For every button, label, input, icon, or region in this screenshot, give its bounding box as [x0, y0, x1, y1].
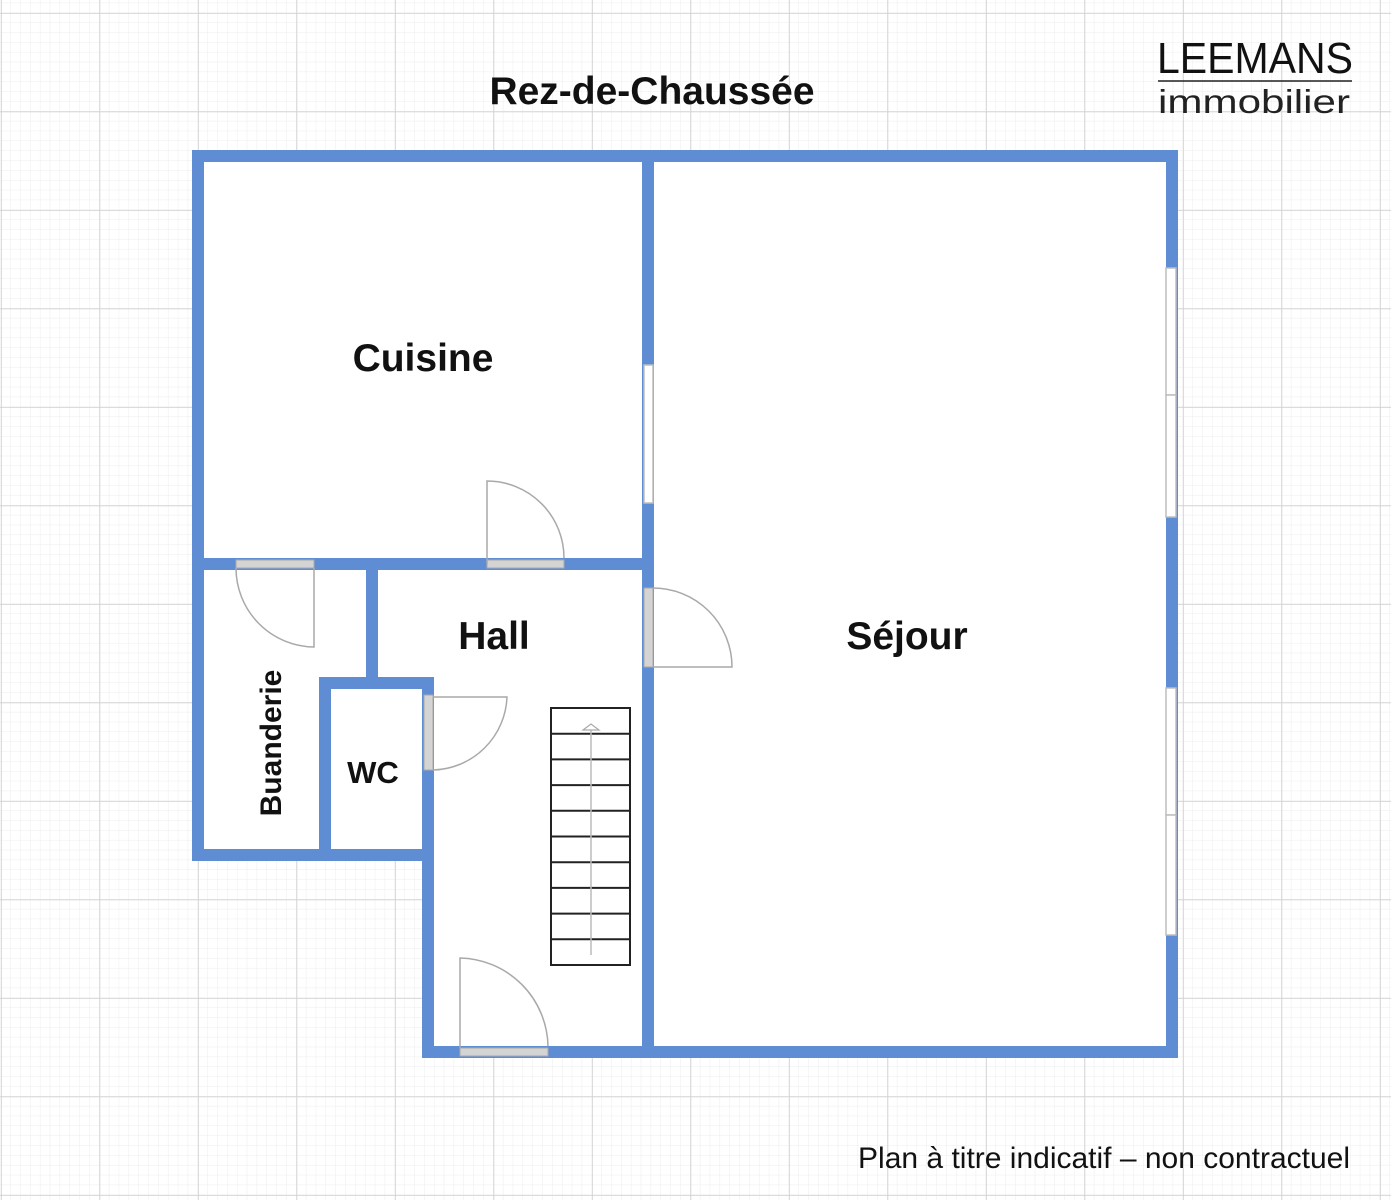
- staircase: [550, 707, 631, 966]
- door-sejour: [643, 587, 733, 668]
- logo-brand: LEEMANS: [1157, 34, 1353, 83]
- door-buanderie: [235, 559, 315, 648]
- room-label-buanderie: Buanderie: [255, 670, 288, 817]
- door-wc: [423, 694, 508, 771]
- window-sejour-3: [1165, 687, 1177, 816]
- room-label-wc: WC: [347, 755, 399, 790]
- logo: LEEMANS immobilier: [1157, 34, 1353, 120]
- window-cuisine-sejour: [643, 364, 654, 504]
- logo-subtitle: immobilier: [1158, 83, 1350, 120]
- door-entrance: [459, 957, 549, 1057]
- disclaimer: Plan à titre indicatif – non contractuel: [858, 1142, 1350, 1175]
- door-cuisine: [486, 480, 565, 569]
- window-sejour-1: [1165, 267, 1177, 396]
- window-sejour-4: [1165, 814, 1177, 936]
- page-title: Rez-de-Chaussée: [489, 70, 814, 113]
- room-label-cuisine: Cuisine: [353, 337, 494, 380]
- windows: [643, 267, 1177, 936]
- stair-arrow-icon: [581, 723, 601, 731]
- room-label-sejour: Séjour: [846, 615, 967, 658]
- room-label-hall: Hall: [458, 615, 530, 658]
- window-sejour-2: [1165, 394, 1177, 518]
